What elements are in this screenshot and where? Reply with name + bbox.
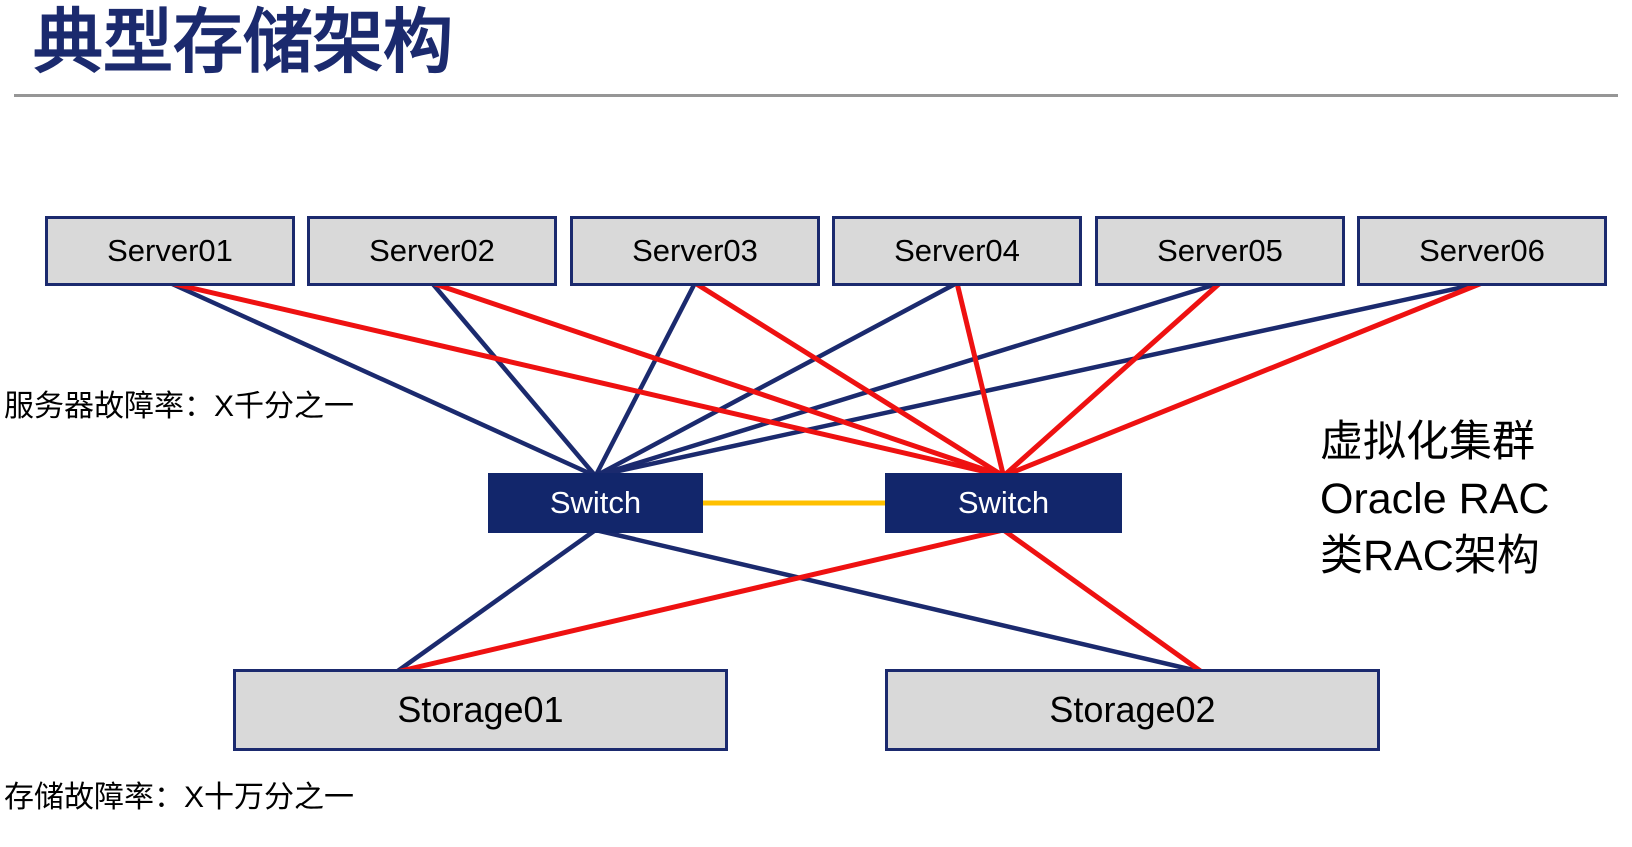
connection-line-switch_left-storage02: [594, 527, 1203, 675]
node-server06: Server06: [1357, 216, 1607, 286]
node-storage02: Storage02: [885, 669, 1380, 751]
server01-label: Server01: [107, 233, 233, 268]
connection-line-server06-switch_right: [1002, 280, 1483, 479]
connection-line-switch_right-storage01: [395, 527, 1005, 675]
cluster-note-line3: 类RAC架构: [1320, 532, 1540, 580]
storage-failure-rate-label: 存储故障率：X十万分之一: [4, 781, 355, 814]
server02-label: Server02: [369, 233, 495, 268]
connection-line-server05-switch_left: [594, 280, 1221, 479]
server04-label: Server04: [894, 233, 1020, 268]
connection-line-server05-switch_right: [1001, 281, 1222, 478]
connection-line-server02-switch_right: [431, 280, 1005, 479]
server-failure-rate-label: 服务器故障率：X千分之一: [4, 390, 355, 423]
cluster-note: 虚拟化集群 Oracle RAC 类RAC架构: [1320, 414, 1549, 585]
connection-line-server04-switch_right: [954, 282, 1006, 477]
connection-line-server03-switch_left: [593, 281, 697, 478]
connection-line-server01-switch_right: [169, 280, 1005, 479]
node-server01: Server01: [45, 216, 295, 286]
node-server05: Server05: [1095, 216, 1345, 286]
title-divider: [14, 94, 1618, 97]
connection-line-server03-switch_right: [693, 280, 1005, 479]
storage01-label: Storage01: [397, 689, 564, 730]
node-server04: Server04: [832, 216, 1082, 286]
connection-line-server06-switch_left: [595, 280, 1483, 479]
cluster-note-line2: Oracle RAC: [1320, 475, 1550, 523]
server06-label: Server06: [1419, 233, 1545, 268]
connection-line-server01-switch_left: [169, 280, 597, 479]
node-server02: Server02: [307, 216, 557, 286]
node-server03: Server03: [570, 216, 820, 286]
connection-line-server04-switch_left: [594, 281, 959, 478]
cluster-note-line1: 虚拟化集群: [1320, 418, 1535, 466]
connection-line-switch_right-storage02: [1002, 527, 1204, 675]
connection-line-server02-switch_left: [430, 281, 598, 478]
switch-right-label: Switch: [957, 485, 1050, 520]
node-switch-right: Switch: [885, 473, 1122, 533]
switch-left-label: Switch: [549, 485, 642, 520]
node-storage01: Storage01: [233, 669, 728, 751]
server03-label: Server03: [632, 233, 758, 268]
node-switch-left: Switch: [488, 473, 703, 533]
connection-line-switch_left-storage01: [395, 528, 597, 674]
page-title: 典型存储架构: [33, 3, 453, 81]
storage02-label: Storage02: [1049, 689, 1216, 730]
server05-label: Server05: [1157, 233, 1283, 268]
